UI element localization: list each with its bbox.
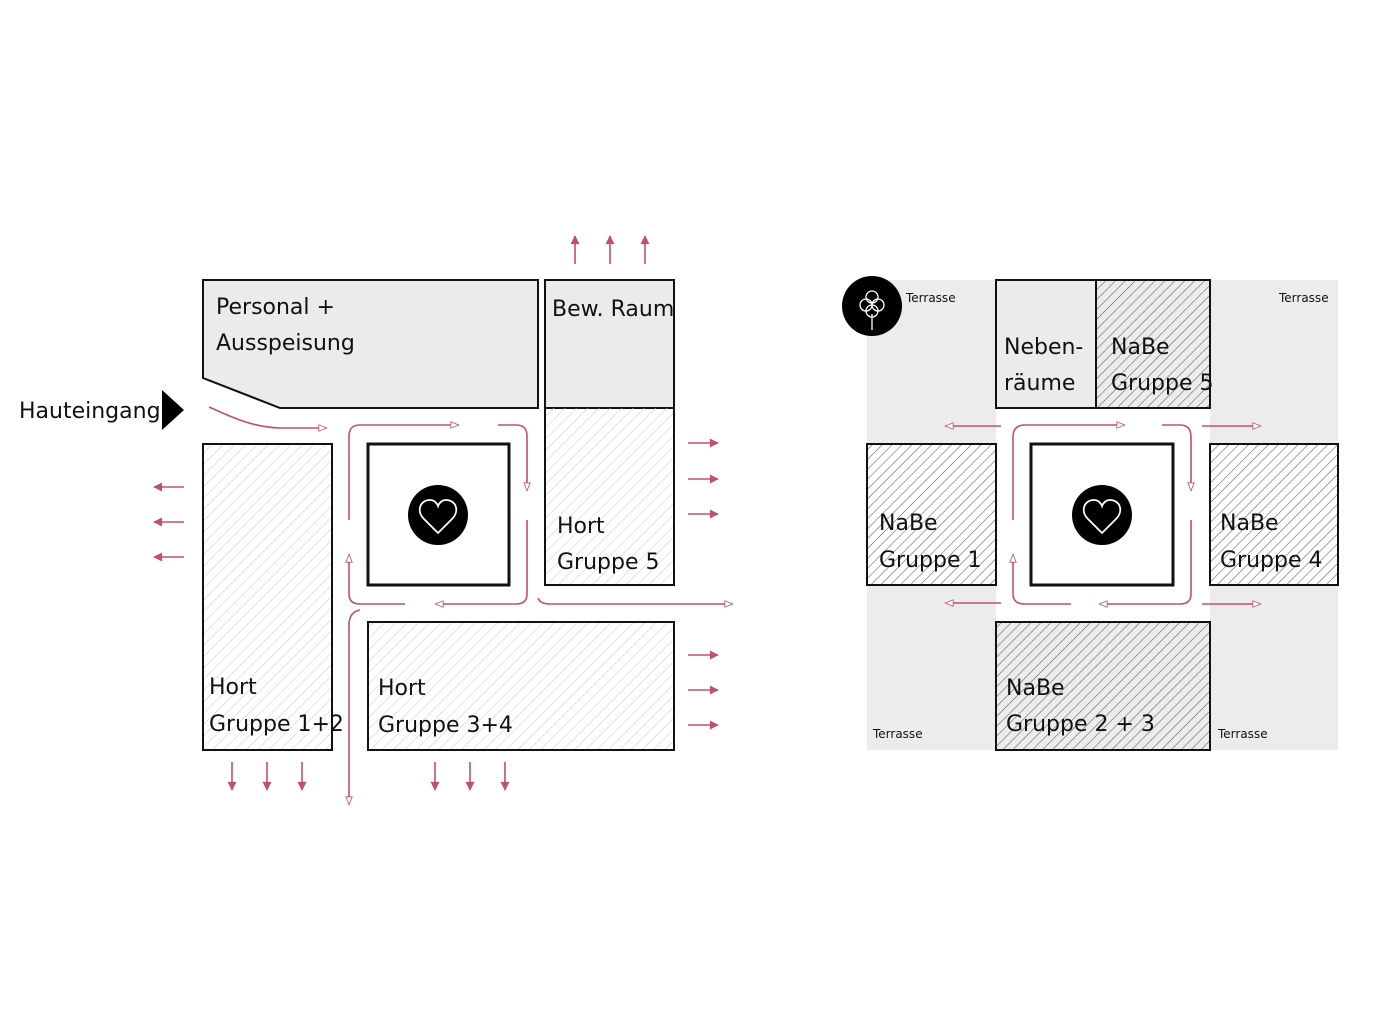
terrace-label-top-left: Terrasse bbox=[905, 291, 956, 305]
room-nabe-2-3 bbox=[995, 621, 1211, 751]
room-bew-raum-label: Bew. Raum bbox=[552, 297, 674, 322]
circulation-paths-left bbox=[208, 406, 732, 804]
terrace-label-bottom-left: Terrasse bbox=[872, 727, 923, 741]
room-personal bbox=[202, 279, 539, 409]
right-plan: Terrasse Terrasse Terrasse Terrasse Nebe… bbox=[842, 276, 1339, 751]
room-nabe-4-label: NaBe Gruppe 4 bbox=[1220, 511, 1323, 573]
room-nebenraume-label: Neben- räume bbox=[1004, 335, 1090, 396]
heart-icon bbox=[1082, 499, 1122, 535]
terrace-label-bottom-right: Terrasse bbox=[1217, 727, 1268, 741]
room-nabe-2-3-label: NaBe Gruppe 2 + 3 bbox=[1006, 676, 1155, 737]
room-nabe-1-label: NaBe Gruppe 1 bbox=[879, 511, 982, 573]
center-court-right bbox=[1029, 442, 1175, 587]
room-nebenraume bbox=[995, 279, 1097, 409]
exit-arrows-left bbox=[153, 235, 719, 791]
entrance-arrow-icon bbox=[162, 390, 184, 430]
room-hort-5 bbox=[545, 408, 674, 585]
room-hort-5-label: Hort Gruppe 5 bbox=[557, 514, 660, 575]
heart-badge-right bbox=[1072, 485, 1132, 545]
heart-icon bbox=[418, 499, 458, 535]
entrance-label: Hauteingang bbox=[19, 399, 161, 424]
left-plan: Hauteingang Personal + Ausspeisung Bew. … bbox=[19, 235, 732, 804]
room-hort-3-4-label: Hort Gruppe 3+4 bbox=[378, 676, 513, 738]
circulation-paths-right bbox=[946, 425, 1260, 604]
room-hort-1-2-label: Hort Gruppe 1+2 bbox=[209, 675, 344, 737]
terrace-label-top-right: Terrasse bbox=[1278, 291, 1329, 305]
room-hort-3-4 bbox=[367, 621, 675, 751]
tree-icon bbox=[859, 290, 885, 330]
room-nabe-1 bbox=[866, 443, 997, 586]
room-personal-label: Personal + Ausspeisung bbox=[216, 295, 355, 356]
room-nabe-5 bbox=[1095, 279, 1211, 409]
room-nabe-5-label: NaBe Gruppe 5 bbox=[1111, 335, 1214, 396]
room-bew-raum bbox=[544, 279, 675, 409]
heart-badge-left bbox=[408, 485, 468, 545]
room-hort-1-2 bbox=[202, 443, 333, 751]
room-nabe-4 bbox=[1209, 443, 1339, 586]
